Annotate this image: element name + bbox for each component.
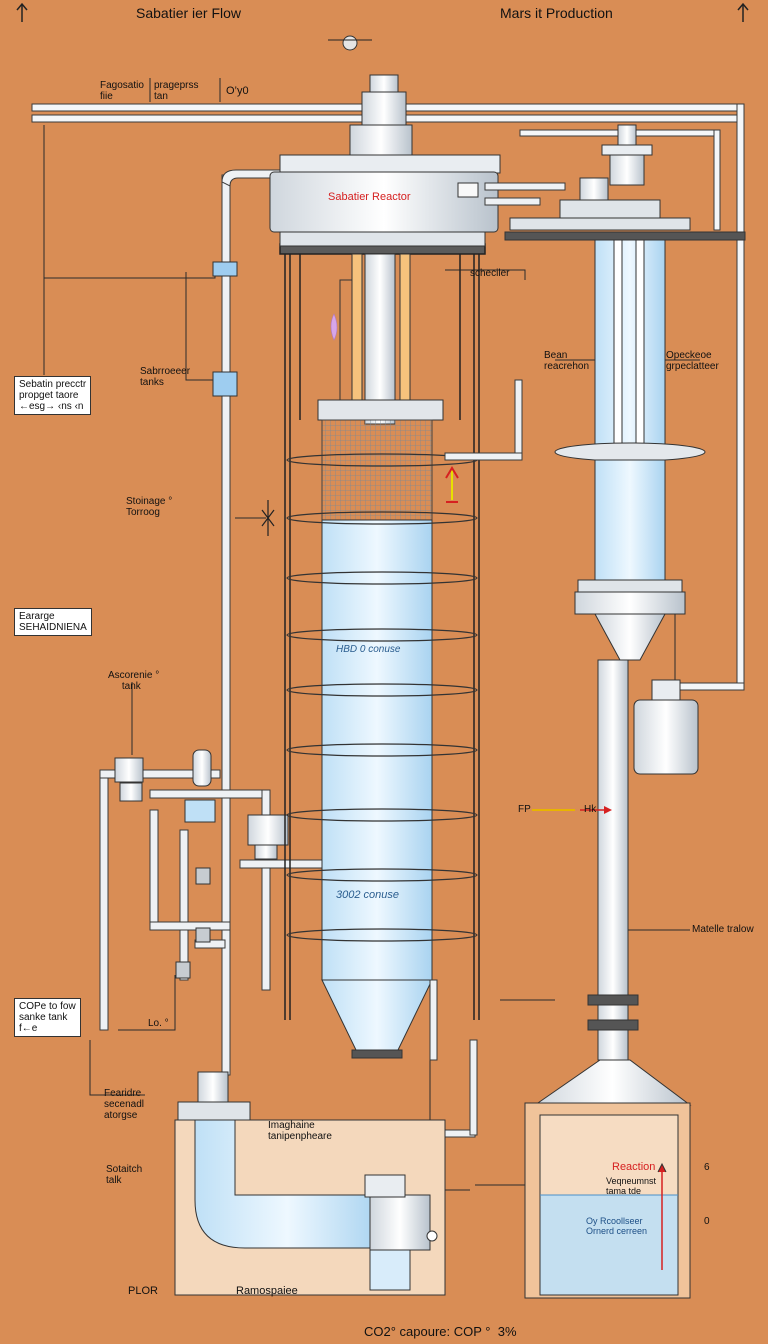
flow-arrow-mid <box>532 806 612 814</box>
label-bean: Bean reacrehon <box>544 350 590 372</box>
header-right-title: Mars it Production <box>500 5 613 21</box>
label-top-b: prageprss tan <box>154 80 199 102</box>
label-mid-conduit: HBD 0 conuse <box>336 644 401 655</box>
reactor-head <box>269 35 501 247</box>
left-box-storage: Eararge SEHAIDNIENA <box>14 608 92 636</box>
left-valves <box>114 261 289 979</box>
main-frame <box>279 243 486 1020</box>
footer-caption: CO2° capoure: COP ° 3% <box>364 1324 517 1339</box>
left-pipes <box>99 169 331 1076</box>
label-reaction-sub: Veqneumnst tama tde <box>606 1176 657 1196</box>
label-fp-left: FP <box>518 804 531 815</box>
label-matelle: Matelle tralow <box>692 924 754 935</box>
left-box-propellant: Sebatin precctr propget taore ←esg→ ‹ns … <box>14 376 92 415</box>
label-search-tank: Sotaitch talk <box>106 1164 143 1186</box>
label-low-conduit: 3002 conuse <box>336 889 399 901</box>
label-sabr-tanks: Sabrroeeer tanks <box>140 366 191 388</box>
label-num-1: 6 <box>704 1162 710 1173</box>
label-num-2: 0 <box>704 1216 710 1227</box>
left-box-flow-tank: COPe to fow sanke tank f←e <box>14 998 81 1037</box>
label-storage: Stoinage ° Torroog <box>126 496 173 518</box>
label-reaction: Reaction <box>612 1161 656 1173</box>
reactor-side-pipes <box>374 182 566 1138</box>
right-column <box>504 124 746 1061</box>
label-lo: Lo. ° <box>148 1018 169 1029</box>
red-up-arrow <box>445 466 459 503</box>
label-ramospaiee: Ramospaiee <box>236 1285 298 1297</box>
flame-mark <box>330 313 338 341</box>
label-fp-right: Hk <box>584 804 597 815</box>
header-lines <box>16 2 749 22</box>
label-top-a: Fagosatio fiie <box>100 80 144 102</box>
bottom-right-tank <box>524 1059 692 1299</box>
label-imaghaine: Imaghaine tanipenpheare <box>268 1120 332 1142</box>
storage-valve <box>261 500 275 536</box>
reactor-title: Sabatier Reactor <box>328 191 411 203</box>
reactor-body <box>317 399 444 1059</box>
header-left-title: Sabatier ier Flow <box>136 5 242 21</box>
label-asc-tank: Ascorenie ° tank <box>108 670 160 692</box>
bottom-left-tank <box>174 1071 446 1296</box>
label-opeck: Opeckeoe grpeclatteer <box>666 350 719 372</box>
label-fear-storage: Fearidre secenadl atorgse <box>104 1088 145 1121</box>
label-reaction-low: Oy Rcoollseer Ornerd cerreen <box>586 1216 648 1236</box>
label-top-c: O’y0 <box>226 85 249 97</box>
label-schedule: scheciler <box>470 268 510 279</box>
central-shaft <box>339 253 411 425</box>
label-plor: PLOR <box>128 1285 158 1297</box>
